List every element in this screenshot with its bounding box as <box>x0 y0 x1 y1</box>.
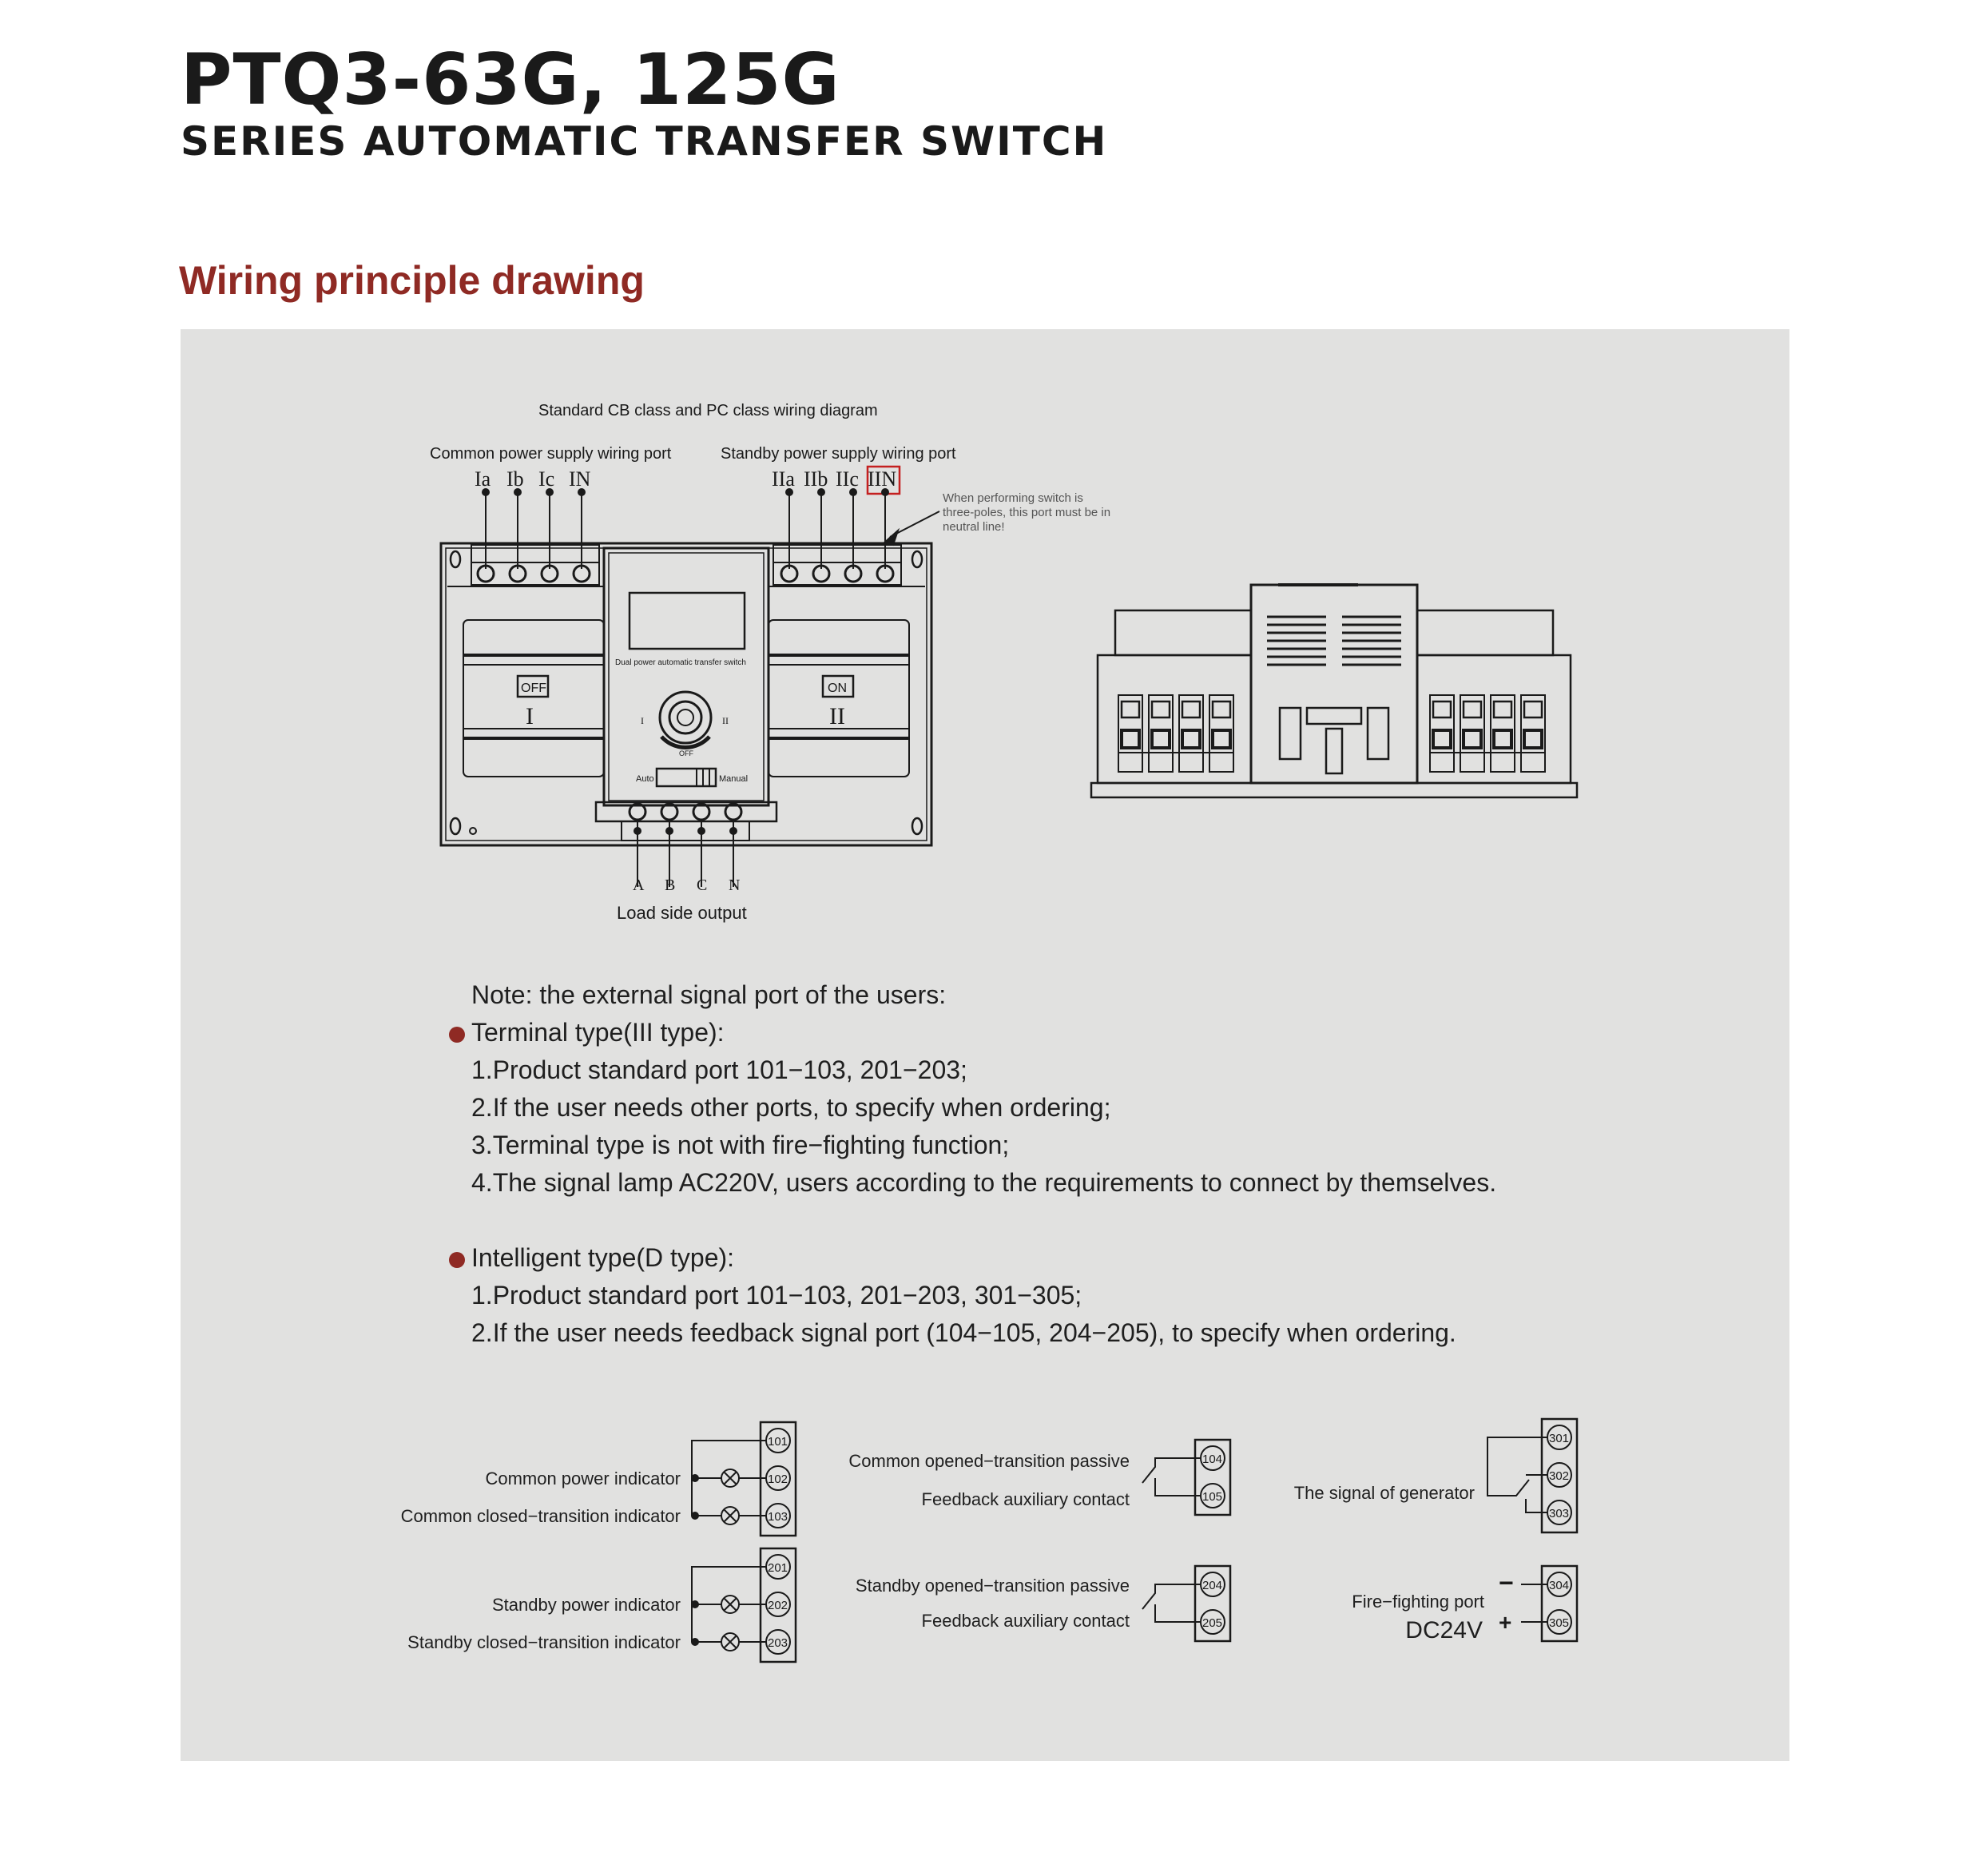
diagram-caption: Standard CB class and PC class wiring di… <box>538 402 878 419</box>
switch-front-view: OFF I ON II Dual power automatic transfe… <box>439 542 933 887</box>
port-103: 103 <box>768 1510 788 1524</box>
side-ii-label: II <box>829 703 845 729</box>
manual-label: Manual <box>719 774 748 784</box>
terminal-label-iic: IIc <box>836 467 859 491</box>
generator-signal-label: The signal of generator <box>1294 1483 1475 1503</box>
load-label-a: A <box>633 876 645 894</box>
terminal-group-101-103: 101 102 103 Common power indicator Commo… <box>401 1421 797 1537</box>
port-101: 101 <box>768 1435 788 1449</box>
terminal-label-ic: Ic <box>538 467 554 491</box>
port-201: 201 <box>768 1561 788 1575</box>
off-indicator: OFF <box>521 682 546 695</box>
on-indicator: ON <box>828 682 847 695</box>
terminal-item-2: 2.If the user needs other ports, to spec… <box>471 1093 1111 1122</box>
notes-intro: Note: the external signal port of the us… <box>471 980 947 1009</box>
mode-knob[interactable] <box>658 690 713 745</box>
standby-closed-transition-label: Standby closed−transition indicator <box>407 1632 681 1652</box>
terminal-label-ib: Ib <box>506 467 524 491</box>
port-301: 301 <box>1549 1432 1569 1445</box>
common-feedback-contact-label: Feedback auxiliary contact <box>922 1489 1130 1509</box>
terminal-group-201-203: 201 202 203 Standby power indicator Stan… <box>407 1547 797 1663</box>
load-label-n: N <box>729 876 740 894</box>
terminal-label-iib: IIb <box>804 467 828 491</box>
plus-sign: + <box>1499 1610 1511 1635</box>
notes-block: Note: the external signal port of the us… <box>448 976 1497 1352</box>
common-power-indicator-label: Common power indicator <box>485 1469 681 1488</box>
dc24v-label: DC24V <box>1405 1617 1483 1643</box>
fire-fighting-port-label: Fire−fighting port <box>1352 1592 1484 1612</box>
neutral-note-line-2: three-poles, this port must be in <box>943 506 1110 519</box>
port-202: 202 <box>768 1599 788 1612</box>
port-304: 304 <box>1549 1579 1569 1592</box>
load-side-output-label: Load side output <box>617 903 747 923</box>
common-closed-transition-label: Common closed−transition indicator <box>401 1506 681 1526</box>
neutral-note-line-3: neutral line! <box>943 520 1005 534</box>
page-title: PTQ3-63G, 125G <box>181 38 840 121</box>
port-102: 102 <box>768 1473 788 1486</box>
standby-opened-transition-label: Standby opened−transition passive <box>856 1576 1130 1596</box>
side-i-label: I <box>526 703 534 729</box>
port-303: 303 <box>1549 1507 1569 1520</box>
switch-rear-view <box>1090 583 1579 799</box>
diagram-panel <box>181 329 1789 1761</box>
port-305: 305 <box>1549 1616 1569 1630</box>
terminal-group-204-205: 204 205 Standby opened−transition passiv… <box>856 1564 1232 1643</box>
terminal-label-iin: IIN <box>868 467 896 491</box>
knob-side-ii: II <box>722 715 729 726</box>
terminal-label-in: IN <box>569 467 591 491</box>
load-label-c: C <box>697 876 707 894</box>
terminal-group-301-303: 301 302 303 The signal of generator <box>1294 1417 1579 1534</box>
section-heading: Wiring principle drawing <box>179 258 645 303</box>
port-205: 205 <box>1202 1616 1222 1630</box>
standby-feedback-contact-label: Feedback auxiliary contact <box>922 1611 1130 1631</box>
supply-leads <box>482 488 889 569</box>
standby-power-indicator-label: Standby power indicator <box>492 1595 681 1615</box>
neutral-note-line-1: When performing switch is <box>943 491 1083 505</box>
port-302: 302 <box>1549 1469 1569 1483</box>
terminal-item-4: 4.The signal lamp AC220V, users accordin… <box>471 1168 1497 1197</box>
port-105: 105 <box>1202 1490 1222 1504</box>
terminal-item-3: 3.Terminal type is not with fire−fightin… <box>471 1131 1010 1159</box>
intelligent-type-heading: Intelligent type(D type): <box>448 1239 1496 1277</box>
port-104: 104 <box>1202 1453 1222 1466</box>
port-203: 203 <box>768 1636 788 1650</box>
notes-spacer <box>471 1202 1496 1239</box>
knob-off-label: OFF <box>679 749 693 757</box>
neutral-note-leader <box>889 511 940 538</box>
load-label-b: B <box>665 876 675 894</box>
intelligent-item-1: 1.Product standard port 101−103, 201−203… <box>471 1281 1082 1310</box>
terminal-group-104-105: 104 105 Common opened−transition passive… <box>848 1438 1232 1516</box>
page-subtitle: SERIES AUTOMATIC TRANSFER SWITCH <box>181 118 1108 165</box>
common-port-label: Common power supply wiring port <box>430 445 672 463</box>
standby-port-label: Standby power supply wiring port <box>721 445 956 463</box>
minus-sign: − <box>1499 1568 1514 1597</box>
auto-manual-switch[interactable] <box>655 767 717 788</box>
common-opened-transition-label: Common opened−transition passive <box>848 1451 1130 1471</box>
terminal-type-heading: Terminal type(III type): <box>448 1014 1496 1051</box>
terminal-label-iia: IIa <box>772 467 795 491</box>
terminal-label-ia: Ia <box>475 467 491 491</box>
device-label: Dual power automatic transfer switch <box>615 658 746 667</box>
auto-label: Auto <box>636 774 654 784</box>
knob-side-i: I <box>641 715 644 726</box>
intelligent-item-2: 2.If the user needs feedback signal port… <box>471 1318 1456 1347</box>
terminal-group-304-305: 304 305 − + Fire−fighting port DC24V <box>1352 1564 1579 1643</box>
port-204: 204 <box>1202 1579 1222 1592</box>
terminal-item-1: 1.Product standard port 101−103, 201−203… <box>471 1055 967 1084</box>
